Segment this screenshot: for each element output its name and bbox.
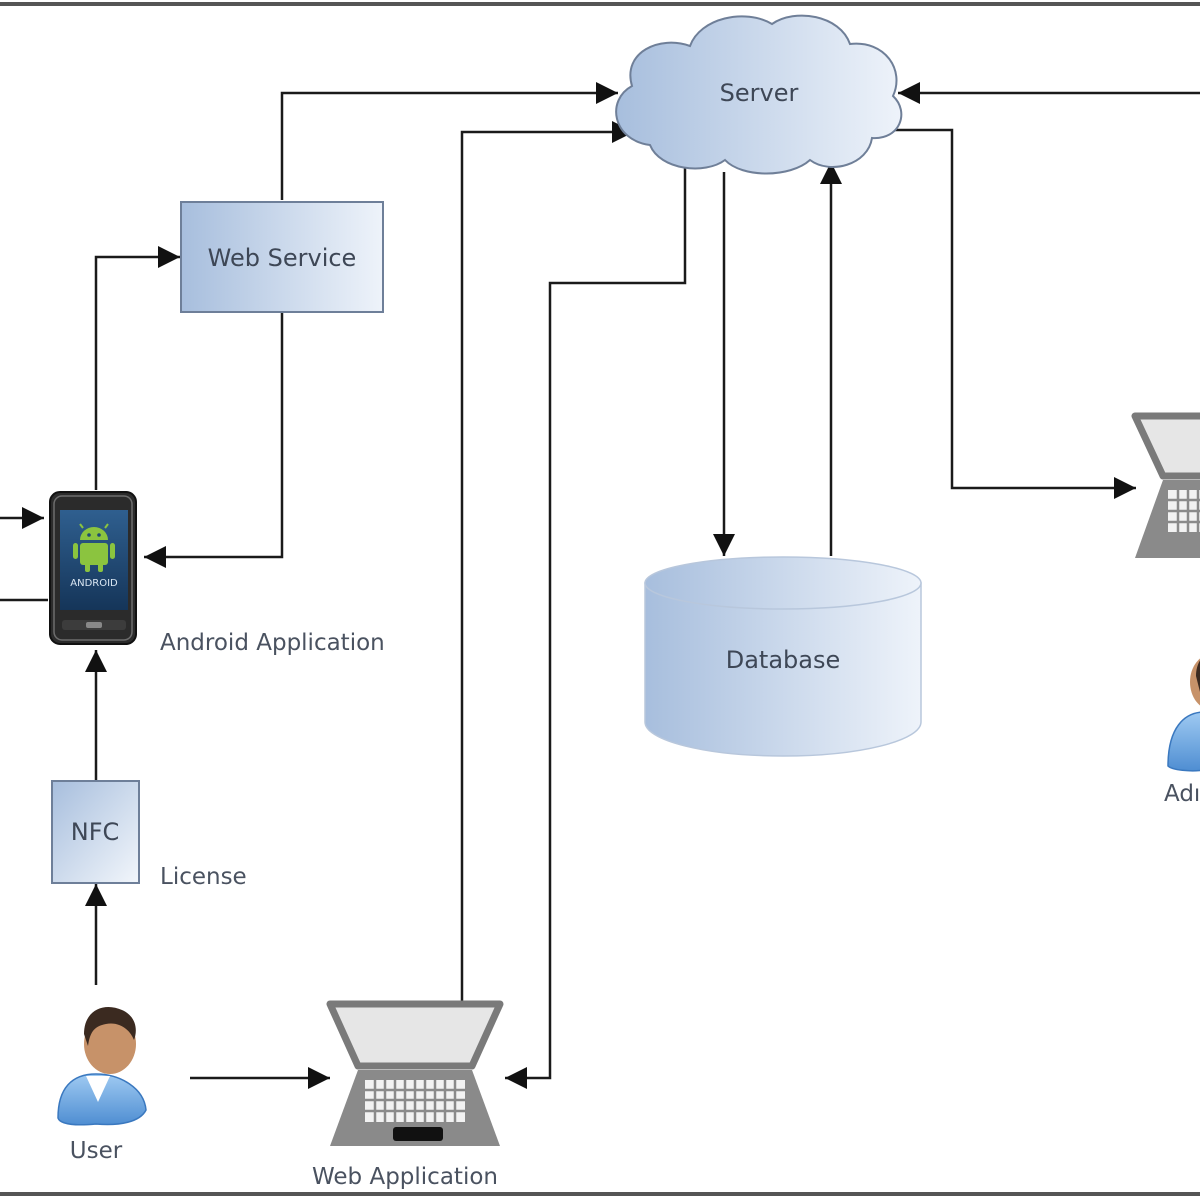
- android-phone-icon: ANDROID: [49, 491, 137, 645]
- arrow-android-to-webservice: [94, 246, 180, 490]
- server-cloud-icon: Server: [615, 14, 903, 175]
- database-cylinder-icon: Database: [644, 556, 922, 757]
- arrow-server-to-admin: [870, 128, 1136, 499]
- arrow-webapp-to-server: [460, 121, 634, 1002]
- nfc-label: NFC: [71, 818, 120, 846]
- web-service-label: Web Service: [208, 244, 357, 272]
- admin-person-icon: [1167, 658, 1200, 772]
- database-label: Database: [726, 646, 841, 674]
- arrow-webservice-to-android: [144, 313, 284, 568]
- android-logo-text: ANDROID: [70, 578, 118, 589]
- server-label: Server: [720, 79, 799, 107]
- user-label: User: [70, 1138, 123, 1164]
- license-label: License: [160, 864, 247, 890]
- arrow-webservice-to-server: [280, 82, 618, 200]
- web-service-node: Web Service: [180, 201, 384, 313]
- admin-label: Adı: [1164, 781, 1200, 807]
- laptop-icon: [326, 1000, 504, 1146]
- web-application-label: Web Application: [312, 1164, 498, 1190]
- admin-laptop-icon: [1131, 412, 1200, 558]
- user-person-icon: [57, 1007, 147, 1126]
- arrow-server-to-webapp: [505, 160, 687, 1089]
- android-application-label: Android Application: [160, 630, 385, 656]
- nfc-node: NFC: [51, 780, 140, 884]
- connectors: [0, 82, 1200, 1089]
